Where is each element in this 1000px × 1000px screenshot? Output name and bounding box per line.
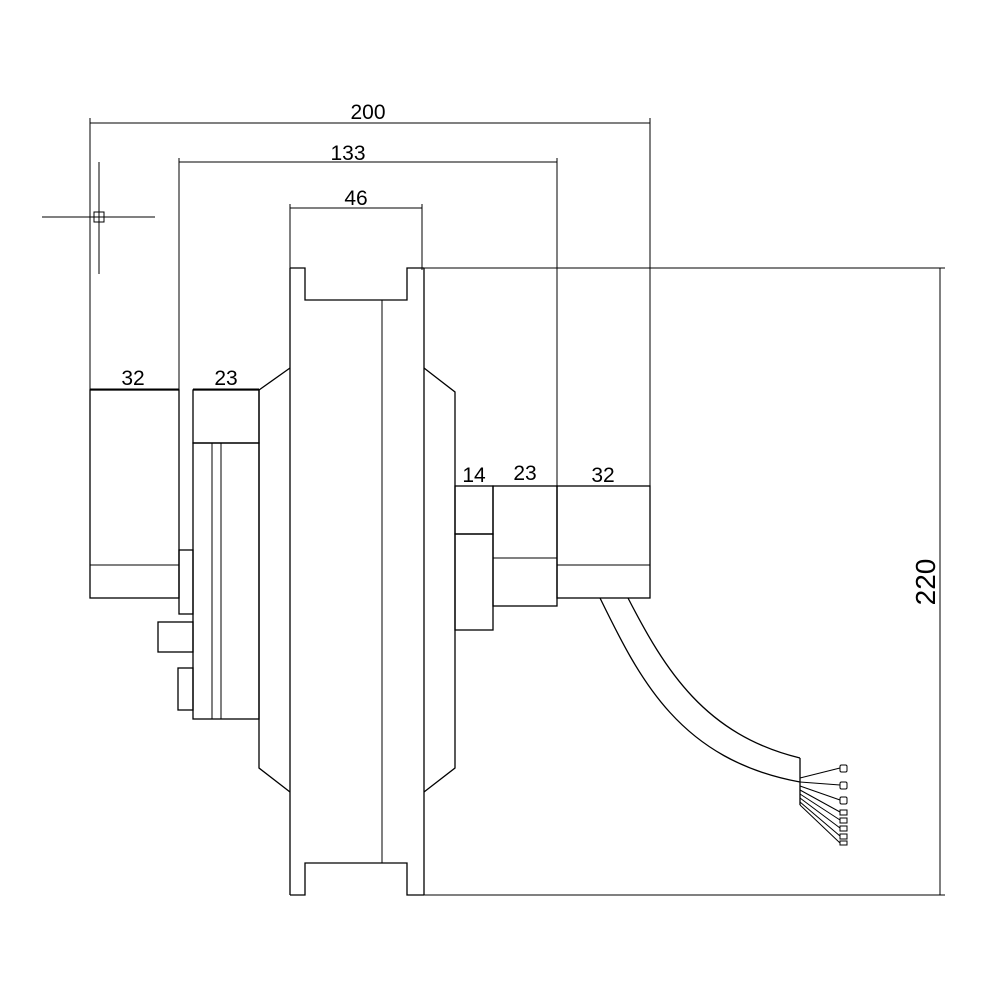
cable [599, 597, 801, 805]
dim-label-220: 220 [910, 559, 941, 606]
dim-label-left-32: 32 [121, 367, 144, 390]
right-collar: 14 [454, 464, 494, 631]
dim-label-right-14: 14 [462, 464, 486, 487]
dim-label-right-32: 32 [591, 464, 614, 487]
dim-overall-width: 200 [89, 101, 651, 486]
right-flange: 23 [492, 462, 558, 607]
dim-label-left-23: 23 [214, 367, 237, 390]
crosshair-icon [42, 162, 155, 274]
left-bevel [258, 367, 291, 793]
hub-rim [289, 267, 425, 896]
dim-label-200: 200 [350, 101, 385, 124]
dim-hub-width: 46 [289, 187, 423, 270]
dim-inner-width: 133 [178, 142, 558, 486]
wire-leads-icon [799, 764, 848, 846]
dim-label-right-23: 23 [513, 462, 536, 485]
right-shaft: 32 [556, 464, 651, 599]
left-plate [157, 549, 194, 711]
dim-label-46: 46 [344, 187, 367, 210]
dim-height: 220 [424, 267, 945, 896]
dim-label-133: 133 [330, 142, 365, 165]
left-shaft: 32 [89, 367, 180, 599]
left-flange: 23 [192, 367, 260, 720]
right-bevel [423, 367, 456, 793]
